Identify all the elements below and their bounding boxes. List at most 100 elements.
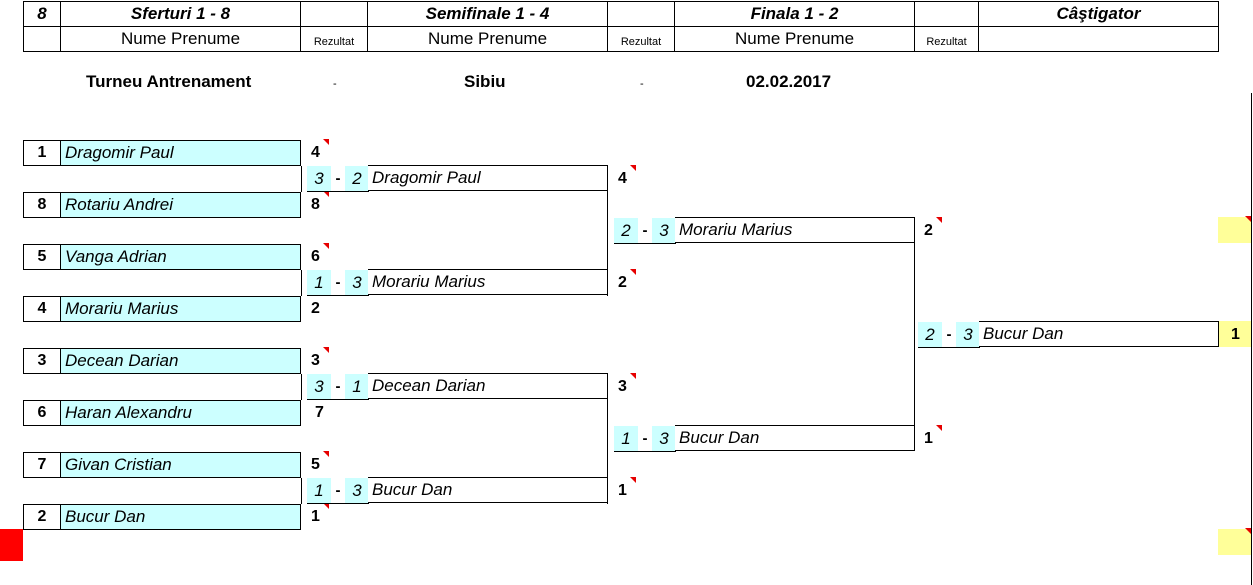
r1-player-name[interactable]: Givan Cristian [61,452,301,478]
r3-winner-name[interactable]: Bucur Dan [675,425,915,451]
r2-score-sep: - [331,166,345,192]
comment-marker-icon [1245,528,1251,534]
comment-marker-icon [630,477,636,483]
r1-player-name[interactable]: Rotariu Andrei [61,192,301,218]
connector-line [607,399,608,504]
red-cell-marker[interactable] [0,529,23,561]
connector-line [301,270,302,296]
r1-seed: 7 [23,452,61,478]
comment-marker-icon [323,347,329,353]
tournament-city: Sibiu [464,72,506,91]
r1-score[interactable]: 2 [311,300,320,317]
r2-score-sep: - [331,270,345,296]
header-name-label-2: Nume Prenume [368,27,608,52]
tournament-date: 02.02.2017 [746,72,832,91]
r3-score[interactable]: 1 [924,430,933,447]
header-empty-3 [915,2,979,27]
r3-winner-name[interactable]: Morariu Marius [675,217,915,243]
comment-marker-icon [936,425,942,431]
final-set-a[interactable]: 2 [918,322,942,348]
comment-marker-icon [323,503,329,509]
champion-name[interactable]: Bucur Dan [979,321,1219,347]
header-empty-2 [608,2,675,27]
connector-line [301,478,302,504]
r1-seed: 6 [23,400,61,426]
final-set-b[interactable]: 3 [956,322,980,348]
r1-score[interactable]: 6 [311,248,320,265]
header-result-label-1: Rezultat [301,27,368,52]
r1-player-name[interactable]: Haran Alexandru [61,400,301,426]
r3-set-b[interactable]: 3 [652,218,676,244]
r3-score-sep: - [638,426,652,452]
r1-score[interactable]: 7 [315,404,324,421]
r2-score[interactable]: 4 [618,170,627,187]
header-result-label-2: Rezultat [608,27,675,52]
r3-set-a[interactable]: 1 [614,426,638,452]
comment-marker-icon [630,373,636,379]
r2-score[interactable]: 2 [618,274,627,291]
r2-set-a[interactable]: 1 [307,478,331,504]
r2-set-a[interactable]: 3 [307,374,331,400]
r1-seed: 2 [23,504,61,530]
comment-marker-icon [323,243,329,249]
connector-line [607,191,608,296]
r1-seed: 8 [23,192,61,218]
r1-player-name[interactable]: Vanga Adrian [61,244,301,270]
r1-score[interactable]: 5 [311,456,320,473]
final-score-sep: - [942,322,956,348]
header-empty-5 [979,27,1219,52]
comment-marker-icon [630,165,636,171]
comment-marker-icon [323,191,329,197]
r2-score[interactable]: 3 [618,378,627,395]
comment-marker-icon [323,139,329,145]
header-empty-1 [301,2,368,27]
r2-set-b[interactable]: 2 [345,166,369,192]
r2-set-a[interactable]: 1 [307,270,331,296]
r1-player-name[interactable]: Decean Darian [61,348,301,374]
r1-score[interactable]: 8 [311,196,320,213]
header-round1: Sferturi 1 - 8 [61,2,301,27]
connector-line [301,374,302,400]
header-table [23,1,1219,52]
r2-score[interactable]: 1 [618,482,627,499]
tournament-sep-1: - [333,78,337,90]
r1-seed: 4 [23,296,61,322]
comment-marker-icon [936,217,942,223]
tournament-name: Turneu Antrenament [86,72,252,91]
r2-score-sep: - [331,478,345,504]
header-round2: Semifinale 1 - 4 [368,2,608,27]
comment-marker-icon [630,269,636,275]
r1-seed: 5 [23,244,61,270]
header-draw-size: 8 [24,2,61,27]
header-result-label-3: Rezultat [915,27,979,52]
header-empty-4 [24,27,61,52]
connector-line [914,243,915,451]
r3-set-b[interactable]: 3 [652,426,676,452]
r1-seed: 1 [23,140,61,166]
r2-set-b[interactable]: 3 [345,270,369,296]
r1-player-name[interactable]: Morariu Marius [61,296,301,322]
header-round3: Finala 1 - 2 [675,2,915,27]
connector-line [301,166,302,192]
r2-score-sep: - [331,374,345,400]
r2-set-b[interactable]: 1 [345,374,369,400]
r1-player-name[interactable]: Bucur Dan [61,504,301,530]
tournament-sep-2: - [640,78,644,90]
r1-player-name[interactable]: Dragomir Paul [61,140,301,166]
r2-winner-name[interactable]: Dragomir Paul [368,165,608,191]
r2-set-b[interactable]: 3 [345,478,369,504]
r3-set-a[interactable]: 2 [614,218,638,244]
r1-score[interactable]: 4 [311,144,320,161]
r2-winner-name[interactable]: Morariu Marius [368,269,608,295]
r3-score-sep: - [638,218,652,244]
r1-score[interactable]: 3 [311,352,320,369]
comment-marker-icon [1245,216,1251,222]
r3-score[interactable]: 2 [924,222,933,239]
r2-winner-name[interactable]: Bucur Dan [368,477,608,503]
r2-set-a[interactable]: 3 [307,166,331,192]
header-name-label-1: Nume Prenume [61,27,301,52]
r1-score[interactable]: 1 [311,508,320,525]
r2-winner-name[interactable]: Decean Darian [368,373,608,399]
champion-score[interactable]: 1 [1231,326,1240,343]
champion-score-cell[interactable] [1219,321,1251,347]
